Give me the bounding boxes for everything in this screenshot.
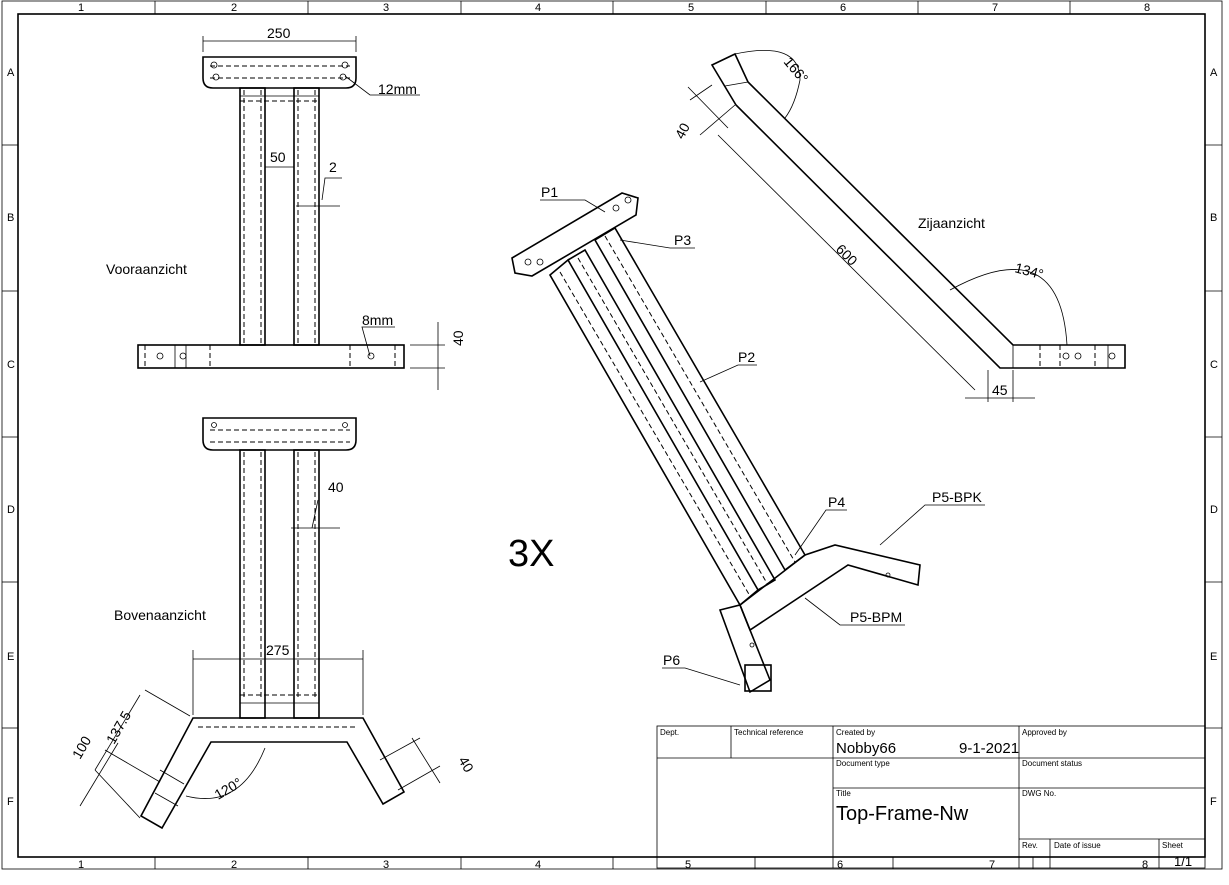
svg-text:2: 2 (329, 159, 337, 175)
svg-text:134°: 134° (1013, 259, 1045, 282)
svg-text:F: F (1210, 796, 1217, 808)
row-labels-right: A B C D E F (1210, 67, 1218, 808)
svg-text:4: 4 (535, 859, 541, 871)
svg-text:3: 3 (383, 2, 389, 14)
svg-text:Document type: Document type (836, 759, 890, 768)
svg-text:Technical reference: Technical reference (734, 728, 804, 737)
quantity-label: 3X (508, 533, 554, 575)
svg-text:Dept.: Dept. (660, 728, 679, 737)
svg-text:C: C (7, 359, 15, 371)
svg-text:50: 50 (270, 149, 286, 165)
svg-text:7: 7 (989, 859, 995, 871)
svg-text:1: 1 (78, 2, 84, 14)
svg-text:6: 6 (840, 2, 846, 14)
svg-text:5: 5 (685, 859, 691, 871)
svg-text:120°: 120° (212, 774, 245, 802)
view-label-front: Vooraanzicht (106, 261, 187, 277)
svg-text:Approved by: Approved by (1022, 728, 1067, 737)
svg-text:B: B (7, 212, 14, 224)
top-view: 275 40 137.5 100 120° 40 Bovenaanzicht (69, 417, 477, 830)
svg-text:Document status: Document status (1022, 759, 1082, 768)
svg-text:Sheet: Sheet (1162, 841, 1184, 850)
svg-text:166°: 166° (781, 54, 812, 86)
svg-text:Title: Title (836, 789, 851, 798)
svg-text:P5-BPK: P5-BPK (932, 489, 982, 505)
svg-text:Rev.: Rev. (1022, 841, 1038, 850)
svg-text:40: 40 (672, 120, 694, 141)
view-label-side: Zijaanzicht (918, 215, 985, 231)
row-labels-left: A B C D E F (7, 67, 15, 808)
svg-text:D: D (1210, 504, 1218, 516)
svg-text:45: 45 (992, 382, 1008, 398)
svg-text:137.5: 137.5 (103, 708, 134, 747)
inner-frame (17, 13, 1206, 858)
svg-text:E: E (7, 651, 14, 663)
svg-text:7: 7 (992, 2, 998, 14)
created-by-value: Nobby66 (836, 740, 896, 757)
sheet-number: 1/1 (1174, 854, 1192, 869)
svg-text:5: 5 (688, 2, 694, 14)
column-labels-top: 1 2 3 4 5 6 7 8 (78, 2, 1150, 14)
svg-text:8: 8 (1144, 2, 1150, 14)
svg-text:100: 100 (69, 733, 95, 761)
svg-text:P6: P6 (663, 652, 680, 668)
svg-text:DWG No.: DWG No. (1022, 789, 1056, 798)
column-labels-bottom: 1 2 3 4 (78, 859, 541, 871)
svg-text:3: 3 (383, 859, 389, 871)
view-label-top: Bovenaanzicht (114, 607, 206, 623)
svg-text:A: A (7, 67, 15, 79)
svg-text:P3: P3 (674, 232, 691, 248)
drawing-title: Top-Frame-Nw (836, 803, 969, 825)
side-view: 166° 40 600 134° 45 Zijaanzicht (672, 50, 1126, 402)
svg-text:275: 275 (266, 642, 290, 658)
svg-text:P2: P2 (738, 349, 755, 365)
svg-text:Created by: Created by (836, 728, 875, 737)
front-view: 250 12mm 50 2 8mm 40 Vooraanzicht (106, 25, 466, 390)
svg-text:8mm: 8mm (362, 312, 393, 328)
iso-view: P1 P3 P2 P4 P5-BPK P5-BPM P6 3X (508, 184, 985, 694)
svg-text:C: C (1210, 359, 1218, 371)
svg-text:P4: P4 (828, 494, 845, 510)
svg-text:E: E (1210, 651, 1217, 663)
title-block: Dept. Technical reference Created by Nob… (656, 725, 1206, 871)
svg-text:250: 250 (267, 25, 291, 41)
svg-text:2: 2 (231, 859, 237, 871)
svg-text:F: F (7, 796, 14, 808)
svg-text:1: 1 (78, 859, 84, 871)
svg-text:B: B (1210, 212, 1217, 224)
svg-text:Date of issue: Date of issue (1054, 841, 1101, 850)
svg-text:P1: P1 (541, 184, 558, 200)
svg-text:40: 40 (455, 754, 477, 776)
svg-text:8: 8 (1142, 859, 1148, 871)
svg-text:2: 2 (231, 2, 237, 14)
svg-text:A: A (1210, 67, 1218, 79)
svg-text:12mm: 12mm (378, 81, 417, 97)
svg-text:P5-BPM: P5-BPM (850, 609, 902, 625)
svg-text:600: 600 (833, 241, 861, 269)
svg-text:40: 40 (328, 479, 344, 495)
grid-ticks (2, 1, 1222, 869)
svg-text:6: 6 (837, 859, 843, 871)
svg-text:4: 4 (535, 2, 541, 14)
outer-frame (1, 0, 1223, 870)
svg-text:40: 40 (450, 330, 466, 346)
date-value: 9-1-2021 (959, 740, 1019, 757)
svg-text:D: D (7, 504, 15, 516)
